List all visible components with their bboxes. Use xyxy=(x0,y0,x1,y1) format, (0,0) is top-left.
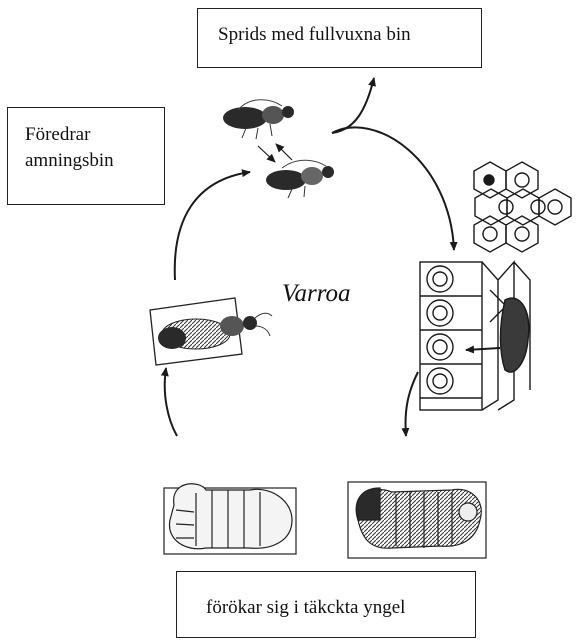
arrow-between-bees-down xyxy=(258,146,275,162)
brood-comb-side-view-icon xyxy=(420,262,530,410)
honeycomb-cells-icon xyxy=(474,162,571,252)
adult-bee-top-icon xyxy=(223,100,294,139)
arrow-up-from-pupa xyxy=(165,368,177,436)
arrow-to-brood-cells xyxy=(332,127,454,250)
arrow-to-spread xyxy=(332,78,374,133)
arrow-down-to-larva xyxy=(406,372,419,436)
larva-icon xyxy=(348,482,486,558)
pupa-icon xyxy=(164,484,296,554)
adult-bee-lower-icon xyxy=(266,160,334,198)
bee-in-cell-icon xyxy=(150,298,272,365)
arrow-to-nurse-bees xyxy=(175,172,250,280)
arrow-between-bees-up xyxy=(276,144,292,160)
cycle-arrows xyxy=(165,78,454,436)
